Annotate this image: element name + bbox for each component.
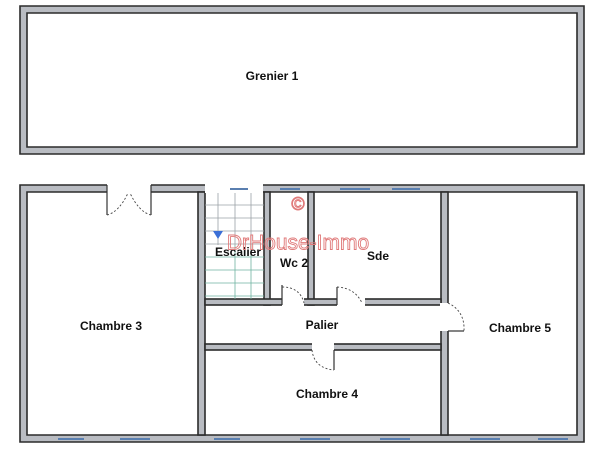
room-label-chambre-5: Chambre 5: [489, 321, 551, 335]
door-jambs: [106, 185, 464, 370]
grenier-walls: [19, 5, 585, 155]
room-label-escalier: Escalier: [215, 245, 261, 259]
watermark: © DrHouse-Immo: [226, 193, 369, 255]
staircase: [205, 193, 264, 299]
windows: [58, 188, 568, 440]
room-label-sde: Sde: [367, 249, 389, 263]
stair-direction-arrow-icon: [213, 231, 223, 239]
room-label-chambre-4: Chambre 4: [296, 387, 358, 401]
lower-outer-walls: [19, 184, 585, 443]
room-label-grenier-1: Grenier 1: [246, 69, 299, 83]
room-label-palier: Palier: [306, 318, 339, 332]
room-label-chambre-3: Chambre 3: [80, 319, 142, 333]
door-swings: [106, 192, 465, 371]
watermark-text: DrHouse-Immo: [227, 232, 369, 255]
door-openings: [107, 184, 449, 351]
room-label-wc-2: Wc 2: [280, 256, 308, 270]
watermark-copyright-icon: ©: [291, 194, 304, 214]
